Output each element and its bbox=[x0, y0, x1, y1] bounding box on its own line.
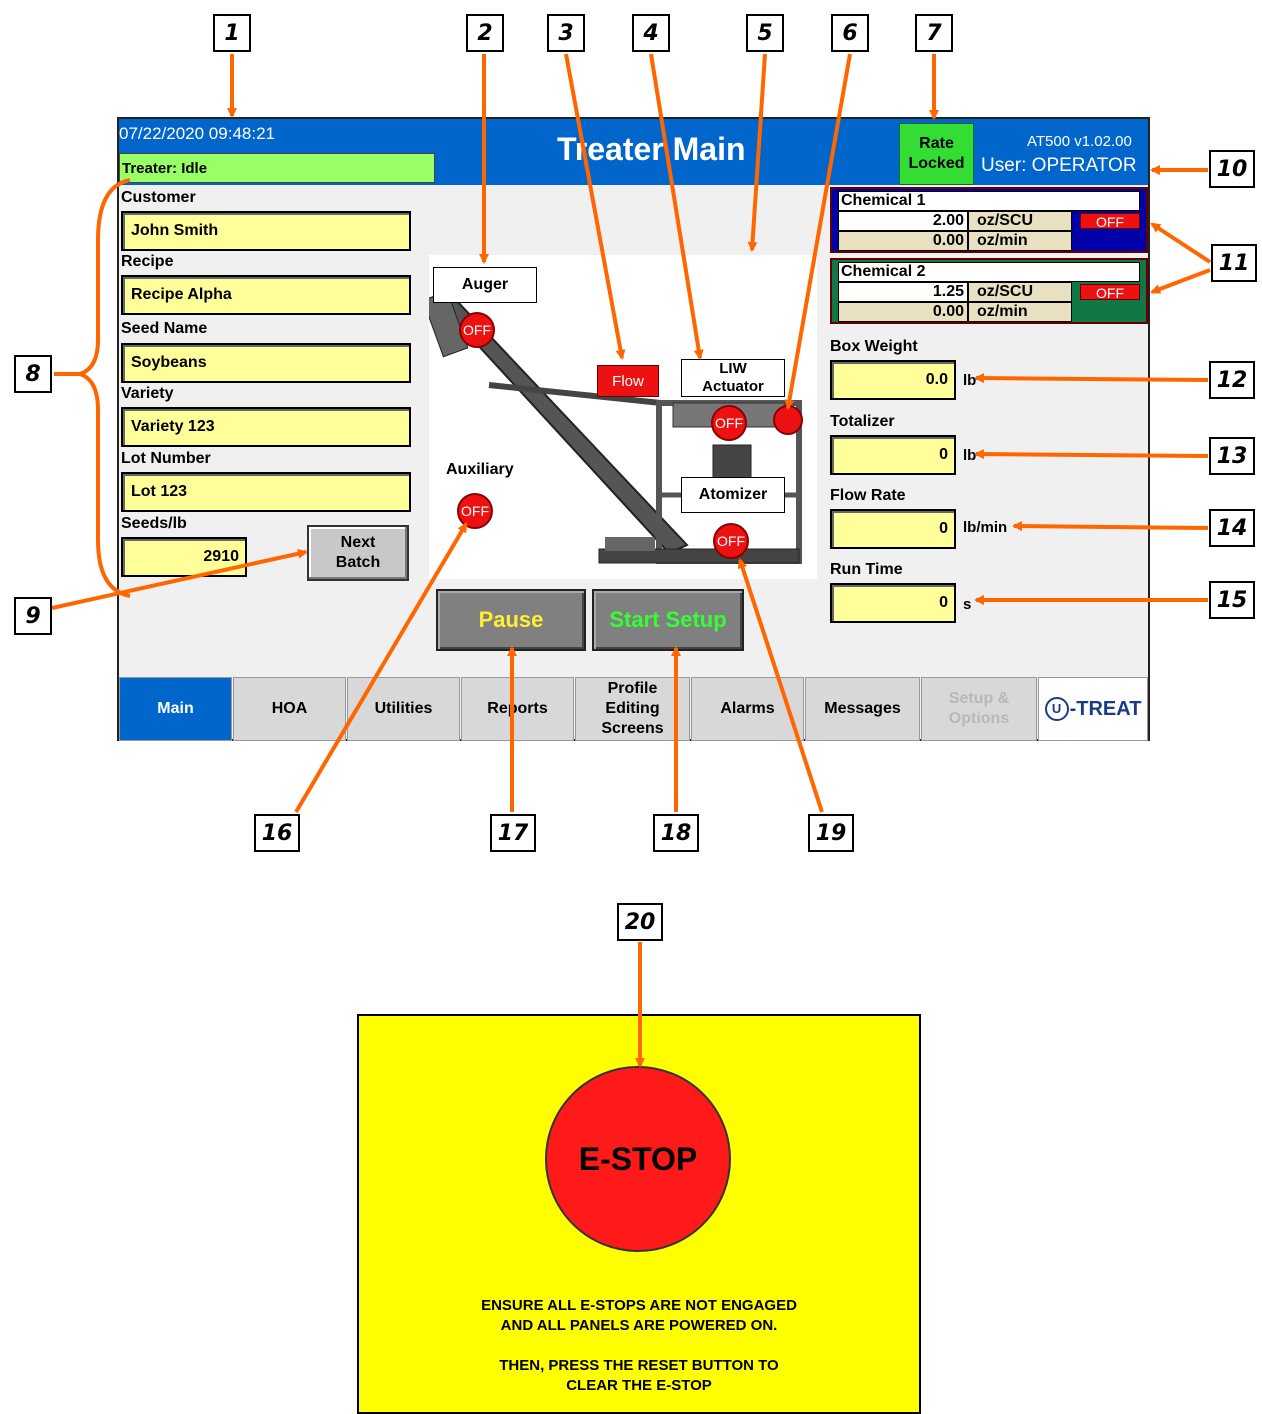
estop-instructions: ENSURE ALL E-STOPS ARE NOT ENGAGED AND A… bbox=[359, 1296, 919, 1396]
callout-9: 9 bbox=[14, 597, 52, 635]
chemical-2-panel[interactable]: Chemical 2 1.25 oz/SCU OFF 0.00 oz/min bbox=[830, 258, 1148, 324]
treater-machine-image bbox=[422, 290, 802, 564]
estop-line-4: CLEAR THE E-STOP bbox=[566, 1377, 712, 1394]
chemical-2-rate: 1.25 bbox=[838, 282, 968, 302]
status-bar: Treater: Idle bbox=[119, 153, 435, 183]
callout-7: 7 bbox=[915, 14, 953, 52]
auxiliary-toggle[interactable]: OFF bbox=[457, 493, 493, 529]
chemical-1-flow-unit: oz/min bbox=[968, 231, 1072, 251]
rate-locked-indicator[interactable]: Rate Locked bbox=[899, 123, 974, 185]
recipe-field[interactable]: Recipe Alpha bbox=[121, 275, 411, 315]
callout-15: 15 bbox=[1209, 581, 1255, 619]
tab-reports[interactable]: Reports bbox=[461, 677, 574, 741]
chemical-2-name: Chemical 2 bbox=[838, 262, 1140, 282]
callout-1: 1 bbox=[213, 14, 251, 52]
callout-13: 13 bbox=[1209, 437, 1255, 475]
chemical-1-rate: 2.00 bbox=[838, 211, 968, 231]
tab-alarms[interactable]: Alarms bbox=[691, 677, 804, 741]
estop-line-3: THEN, PRESS THE RESET BUTTON TO bbox=[499, 1357, 779, 1374]
callout-4: 4 bbox=[632, 14, 670, 52]
callout-11: 11 bbox=[1211, 244, 1257, 282]
atomizer-label: Atomizer bbox=[681, 477, 785, 513]
totalizer-field: 0 bbox=[830, 435, 956, 475]
chemical-1-flow: 0.00 bbox=[838, 231, 968, 251]
flow-rate-field: 0 bbox=[830, 509, 956, 549]
estop-screen: E-STOP ENSURE ALL E-STOPS ARE NOT ENGAGE… bbox=[357, 1014, 921, 1414]
chemical-2-state[interactable]: OFF bbox=[1080, 284, 1140, 301]
box-weight-unit: lb bbox=[963, 372, 977, 389]
customer-field[interactable]: John Smith bbox=[121, 211, 411, 251]
flow-rate-label: Flow Rate bbox=[830, 487, 906, 504]
seed-name-field[interactable]: Soybeans bbox=[121, 343, 411, 383]
treater-diagram: Auger OFF Flow LIW Actuator OFF Auxiliar… bbox=[422, 255, 817, 579]
callout-10: 10 bbox=[1209, 150, 1255, 188]
callout-6: 6 bbox=[831, 14, 869, 52]
atomizer-toggle[interactable]: OFF bbox=[713, 523, 749, 559]
auxiliary-label: Auxiliary bbox=[446, 461, 514, 478]
u-logo-icon: U bbox=[1044, 697, 1069, 721]
hmi-screen: 07/22/2020 09:48:21 Treater: Idle Treate… bbox=[117, 117, 1150, 741]
flow-rate-unit: lb/min bbox=[963, 519, 1008, 536]
callout-16: 16 bbox=[254, 814, 300, 852]
user-label: User: OPERATOR bbox=[981, 155, 1137, 176]
callout-14: 14 bbox=[1209, 509, 1255, 547]
estop-line-2: AND ALL PANELS ARE POWERED ON. bbox=[500, 1317, 778, 1334]
tab-hoa[interactable]: HOA bbox=[233, 677, 346, 741]
variety-label: Variety bbox=[121, 385, 174, 402]
tab-main[interactable]: Main bbox=[119, 677, 232, 741]
box-weight-label: Box Weight bbox=[830, 338, 918, 355]
tab-utilities[interactable]: Utilities bbox=[347, 677, 460, 741]
chemical-1-state[interactable]: OFF bbox=[1080, 213, 1140, 230]
box-weight-field: 0.0 bbox=[830, 360, 956, 400]
seeds-per-lb-label: Seeds/lb bbox=[121, 515, 187, 532]
next-batch-button[interactable]: Next Batch bbox=[307, 525, 409, 581]
run-time-field: 0 bbox=[830, 583, 956, 623]
run-time-unit: s bbox=[963, 596, 972, 613]
flow-indicator: Flow bbox=[597, 365, 659, 397]
callout-3: 3 bbox=[547, 14, 585, 52]
estop-button[interactable]: E-STOP bbox=[545, 1066, 731, 1252]
callout-19: 19 bbox=[808, 814, 854, 852]
callout-5: 5 bbox=[746, 14, 784, 52]
liw-status-indicator bbox=[773, 405, 803, 435]
seeds-per-lb-field[interactable]: 2910 bbox=[121, 537, 247, 577]
u-treat-logo: U-TREAT bbox=[1038, 677, 1148, 741]
chemical-1-name: Chemical 1 bbox=[838, 191, 1140, 211]
chemical-2-flow: 0.00 bbox=[838, 302, 968, 322]
totalizer-label: Totalizer bbox=[830, 413, 895, 430]
callout-20: 20 bbox=[617, 903, 663, 941]
chemical-2-flow-unit: oz/min bbox=[968, 302, 1072, 322]
callout-17: 17 bbox=[490, 814, 536, 852]
callout-2: 2 bbox=[466, 14, 504, 52]
page-title: Treater Main bbox=[557, 131, 746, 167]
header-bar: 07/22/2020 09:48:21 Treater: Idle Treate… bbox=[119, 119, 1148, 185]
run-time-label: Run Time bbox=[830, 561, 903, 578]
tab-profile-editing[interactable]: Profile Editing Screens bbox=[575, 677, 690, 741]
chemical-2-rate-unit: oz/SCU bbox=[968, 282, 1072, 302]
liw-actuator-toggle[interactable]: OFF bbox=[711, 405, 747, 441]
lot-number-field[interactable]: Lot 123 bbox=[121, 472, 411, 512]
totalizer-unit: lb bbox=[963, 447, 977, 464]
seed-name-label: Seed Name bbox=[121, 320, 208, 337]
pause-button[interactable]: Pause bbox=[436, 589, 586, 651]
start-setup-button[interactable]: Start Setup bbox=[592, 589, 744, 651]
datetime: 07/22/2020 09:48:21 bbox=[119, 124, 275, 143]
auger-label: Auger bbox=[433, 267, 537, 303]
callout-12: 12 bbox=[1209, 361, 1255, 399]
callout-18: 18 bbox=[653, 814, 699, 852]
liw-actuator-label: LIW Actuator bbox=[681, 359, 785, 397]
tab-messages[interactable]: Messages bbox=[805, 677, 920, 741]
recipe-label: Recipe bbox=[121, 253, 174, 270]
tab-setup-options[interactable]: Setup & Options bbox=[921, 677, 1037, 741]
chemical-1-rate-unit: oz/SCU bbox=[968, 211, 1072, 231]
customer-label: Customer bbox=[121, 189, 196, 206]
lot-number-label: Lot Number bbox=[121, 450, 211, 467]
variety-field[interactable]: Variety 123 bbox=[121, 407, 411, 447]
callout-8: 8 bbox=[14, 355, 52, 393]
estop-line-1: ENSURE ALL E-STOPS ARE NOT ENGAGED bbox=[481, 1297, 797, 1314]
auger-toggle[interactable]: OFF bbox=[459, 312, 495, 348]
chemical-1-panel[interactable]: Chemical 1 2.00 oz/SCU OFF 0.00 oz/min bbox=[830, 187, 1148, 253]
version-label: AT500 v1.02.00 bbox=[1027, 133, 1132, 150]
